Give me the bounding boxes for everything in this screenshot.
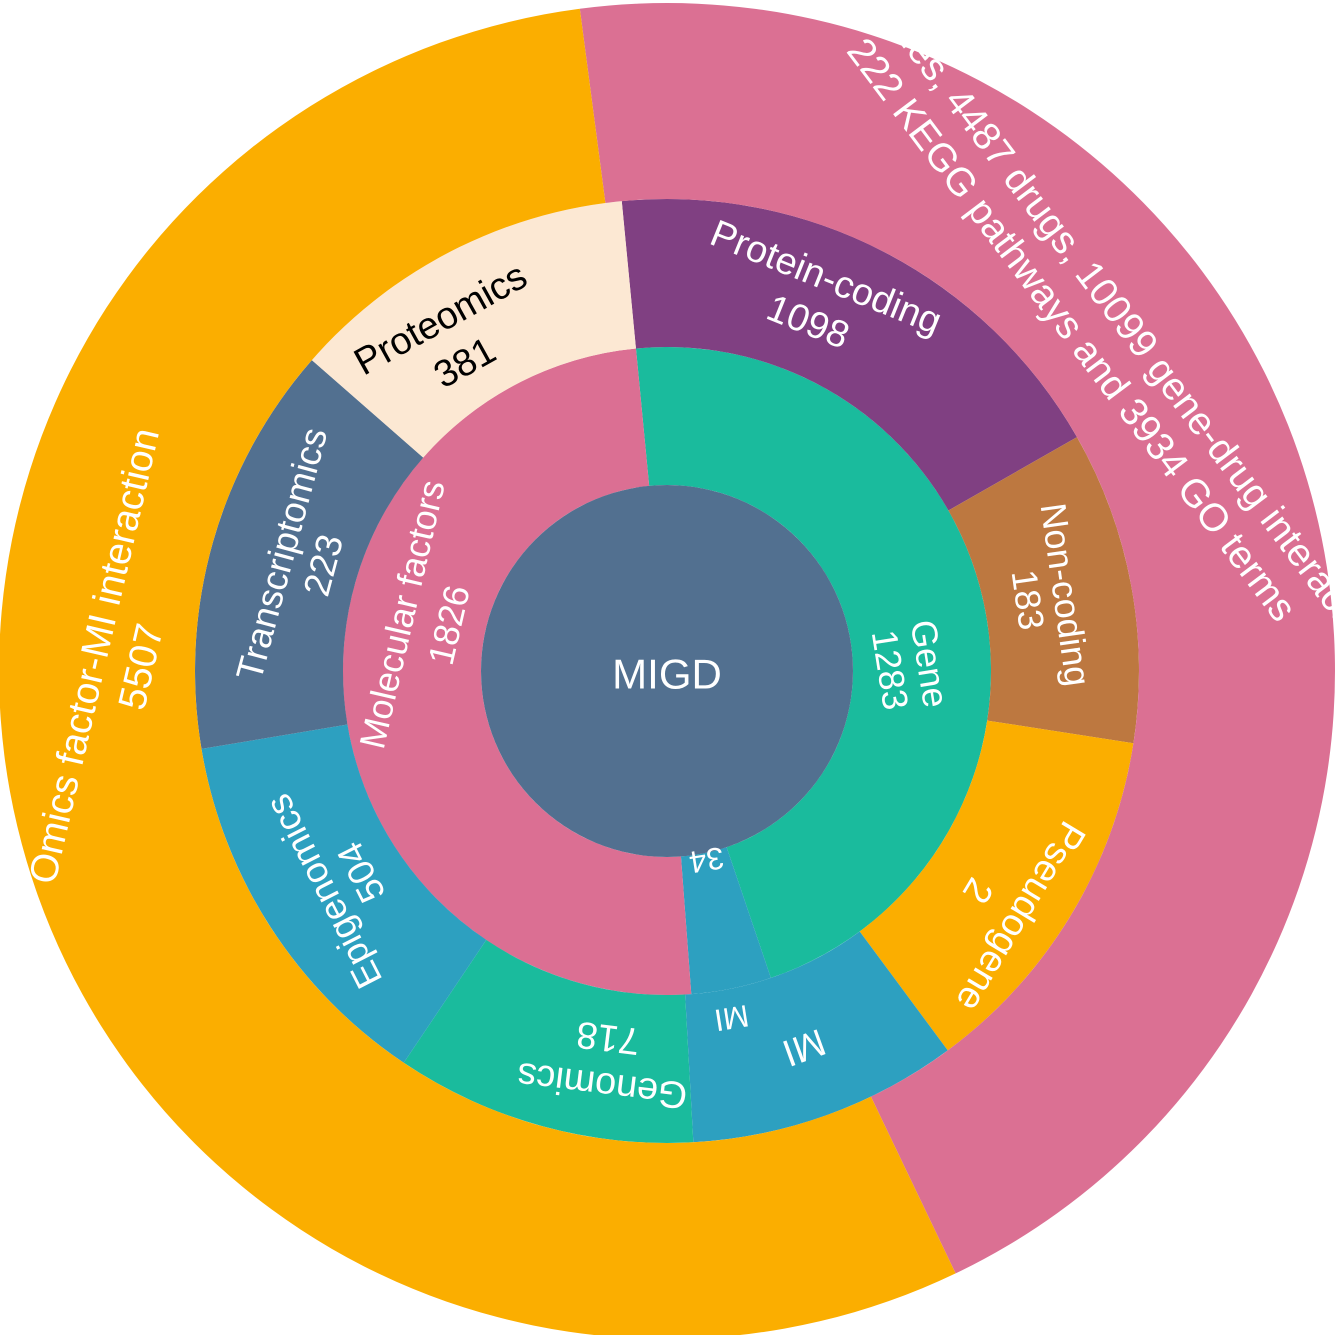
center-label: MIGD (612, 651, 722, 698)
segment-mi-2 (685, 931, 948, 1143)
label-mi-line-0: MI (712, 998, 751, 1038)
label-genomics-line-1: 718 (574, 1013, 642, 1062)
segment-molecular-factors (342, 348, 692, 996)
segment-pseudogene (859, 720, 1134, 1051)
segment-transcriptomics (194, 360, 424, 749)
segment-gene-drug (579, 2, 1335, 1274)
segment-proteomics (311, 201, 636, 458)
segment-epigenomics (201, 724, 487, 1063)
segment-gene (635, 346, 992, 978)
segment-omics-factor-mi (0, 8, 956, 1335)
label-mi: MI 34 (687, 840, 752, 1038)
label-non-coding-line-1: 183 (1004, 567, 1053, 632)
segment-mi (680, 847, 771, 995)
label-mi-line-1: 34 (687, 840, 727, 880)
segment-protein-coding (621, 198, 1077, 511)
segment-non-coding (948, 437, 1139, 744)
segment-genomics (403, 939, 694, 1143)
center-disc (481, 485, 853, 857)
